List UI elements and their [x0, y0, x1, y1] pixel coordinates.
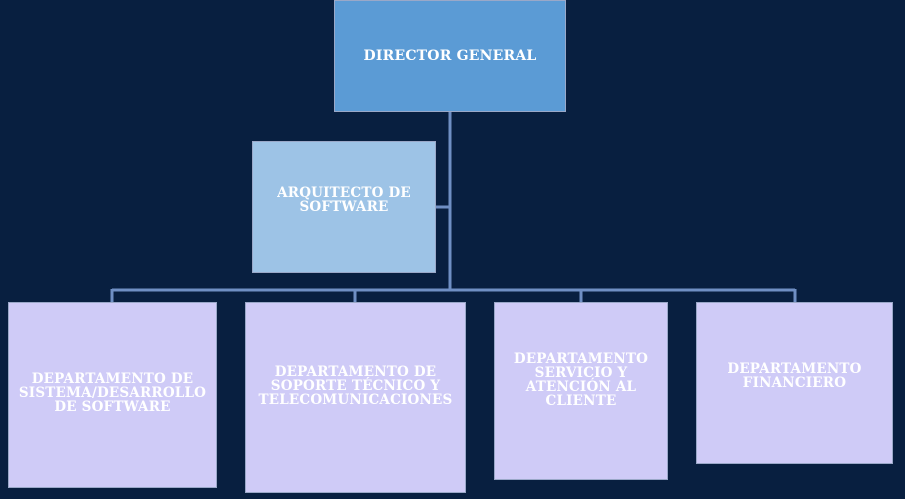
- node-departamento-soporte: DEPARTAMENTO DE SOPORTE TÉCNICO Y TELECO…: [245, 302, 466, 493]
- node-director-general: DIRECTOR GENERAL: [334, 0, 566, 112]
- node-departamento-servicio-label: DEPARTAMENTO SERVICIO Y ATENCIÓN AL CLIE…: [513, 351, 649, 409]
- node-departamento-financiero-label: DEPARTAMENTO FINANCIERO: [727, 361, 862, 391]
- node-arquitecto-software-label: ARQUITECTO DE SOFTWARE: [277, 185, 411, 215]
- node-departamento-financiero: DEPARTAMENTO FINANCIERO: [696, 302, 893, 464]
- node-arquitecto-software: ARQUITECTO DE SOFTWARE: [252, 141, 436, 273]
- node-departamento-servicio: DEPARTAMENTO SERVICIO Y ATENCIÓN AL CLIE…: [494, 302, 668, 480]
- node-departamento-sistemas-label: DEPARTAMENTO DE SISTEMA/DESARROLLO DE SO…: [18, 371, 207, 415]
- node-director-general-label: DIRECTOR GENERAL: [363, 48, 537, 64]
- node-departamento-soporte-label: DEPARTAMENTO DE SOPORTE TÉCNICO Y TELECO…: [258, 363, 453, 408]
- node-departamento-sistemas: DEPARTAMENTO DE SISTEMA/DESARROLLO DE SO…: [8, 302, 217, 488]
